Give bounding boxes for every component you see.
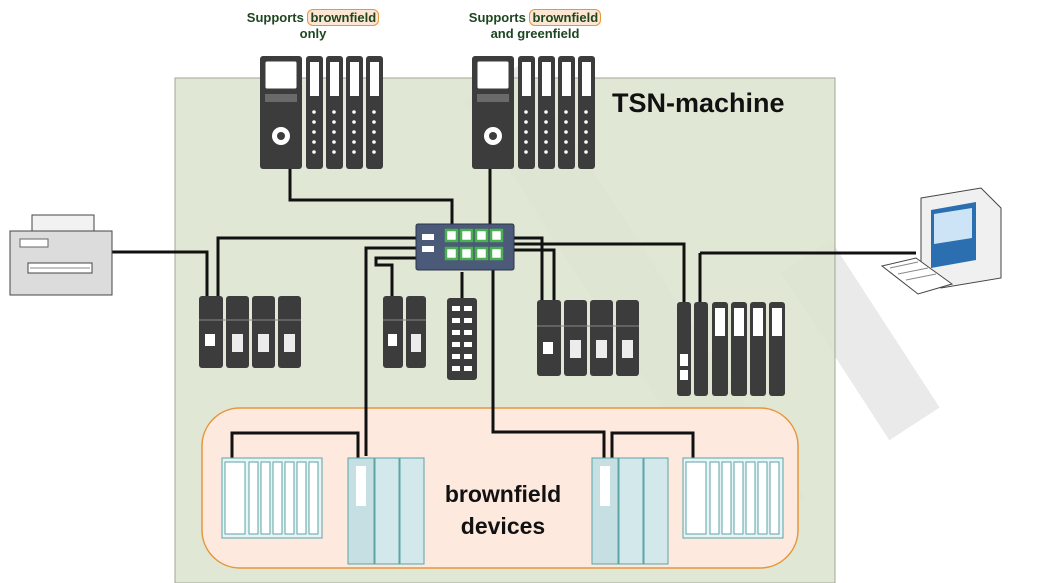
plc1-supports-text: Supports [246,10,304,25]
brownfield-line2: devices [460,513,546,539]
rack-icon [221,457,323,539]
plc-icon [260,56,383,169]
brownfield-devices-label: brownfield devices [428,478,578,542]
printer-icon [9,214,113,296]
rack-icon [591,457,669,565]
plc2-supports-text: Supports [468,10,526,25]
io-module-icon [199,296,301,368]
connection-lines [112,165,916,460]
plc-icon [472,56,595,169]
plc2-label: Supports brownfield and greenfield [450,9,620,42]
plc2-greenfield-text: and greenfield [490,26,580,41]
plc1-only-text: only [299,26,327,41]
rack-icon [347,457,425,565]
io-module-icon [447,298,477,380]
io-module-icon [677,302,785,396]
plc2-brownfield-highlight: brownfield [529,9,602,26]
io-module-icon [383,296,426,368]
plc1-label: Supports brownfield only [228,9,398,42]
rack-icon [682,457,784,539]
network-switch-icon [415,223,515,271]
computer-icon [880,187,1002,295]
tsn-machine-title: TSN-machine [612,88,785,118]
io-module-icon [537,300,639,376]
brownfield-line1: brownfield [444,481,562,507]
plc1-brownfield-highlight: brownfield [307,9,380,26]
